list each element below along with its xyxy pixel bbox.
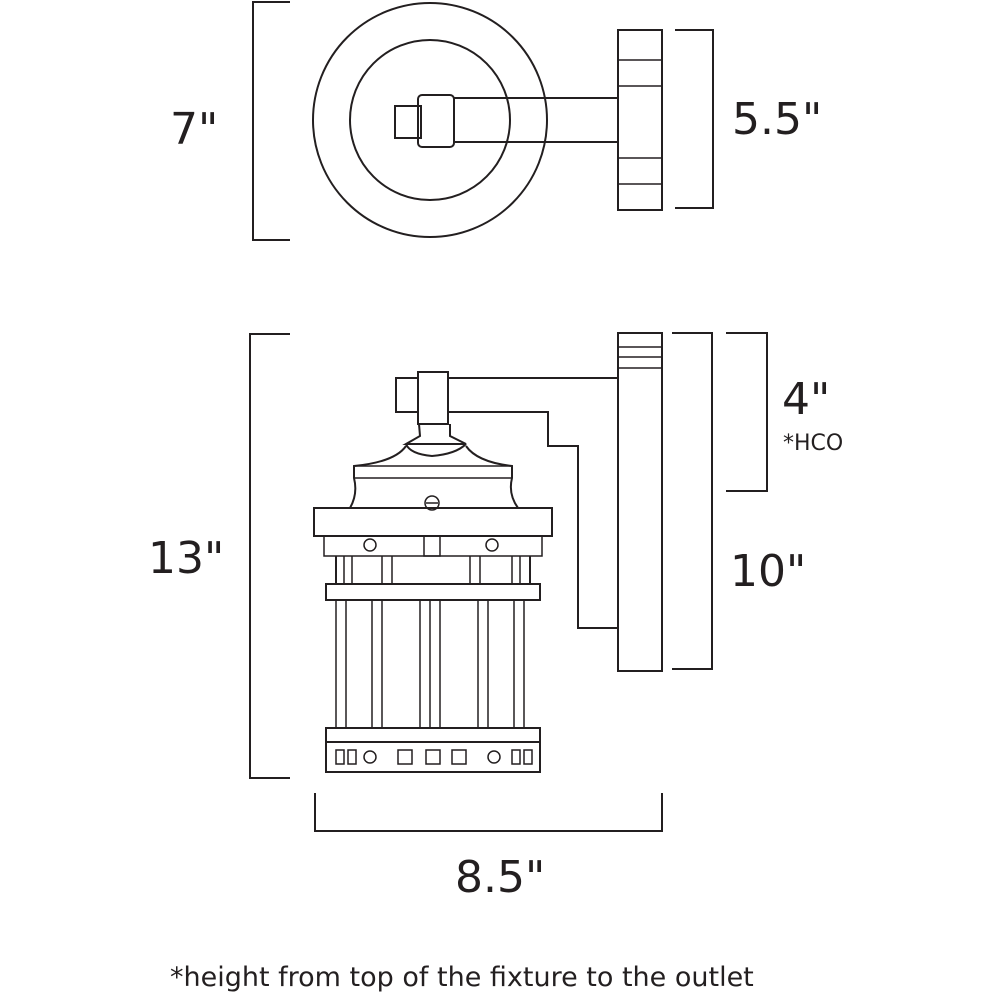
outlet-height-label: 4" xyxy=(782,374,830,425)
arm-collar-side xyxy=(417,371,449,425)
overall-height-label: 13" xyxy=(148,533,224,584)
top-view-height-label: 7" xyxy=(170,104,218,155)
outlet-height-note: *HCO xyxy=(783,431,843,456)
arm-collar xyxy=(417,94,455,148)
backplate-height-label: 10" xyxy=(730,546,806,597)
side-view: 13" xyxy=(148,332,843,903)
roof-screw xyxy=(424,495,440,511)
overall-width-bracket xyxy=(314,793,663,832)
base-band-cutouts xyxy=(335,749,533,765)
backplate-width-bracket xyxy=(675,29,714,209)
lantern-base-band xyxy=(325,741,541,773)
lantern-neck xyxy=(402,423,467,445)
arm-end-cap xyxy=(394,105,422,139)
backplate-top-view xyxy=(617,29,663,211)
overall-width-label: 8.5" xyxy=(455,852,545,903)
footnote: *height from top of the fixture to the o… xyxy=(170,962,754,993)
canopy-outer-ring xyxy=(312,2,548,238)
canopy-inner-ring xyxy=(349,39,511,201)
backplate-height-bracket xyxy=(672,332,713,670)
arm-end-cap-side xyxy=(395,377,419,413)
arm-outline xyxy=(448,377,618,629)
lantern-roof xyxy=(349,445,519,509)
top-view: 7" 5.5" xyxy=(170,1,822,241)
overall-height-bracket xyxy=(249,333,290,779)
outlet-height-bracket xyxy=(726,332,768,492)
lantern-top-band xyxy=(313,507,553,537)
lantern-bars xyxy=(335,556,525,728)
lantern-bottom-ring xyxy=(325,727,541,743)
lantern-middle-ring xyxy=(325,583,541,601)
backplate-side-view xyxy=(617,332,663,672)
backplate-width-label: 5.5" xyxy=(732,94,822,145)
upper-cage xyxy=(323,535,543,557)
top-view-height-bracket xyxy=(252,1,290,241)
